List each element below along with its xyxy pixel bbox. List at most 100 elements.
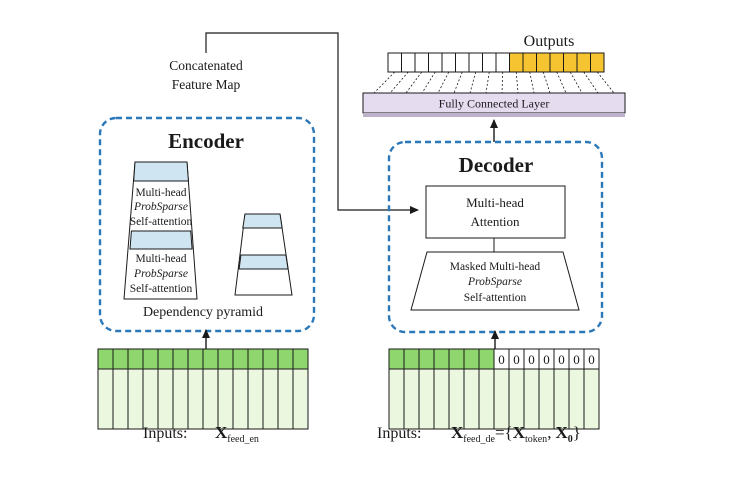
decoder-input-body-cell: [418, 368, 435, 430]
encoder-attn2-line3: Self-attention: [130, 283, 193, 295]
encoder-input-body-cell: [277, 368, 294, 430]
output-projection-lines: [373, 71, 615, 94]
decoder-attention-line2: Attention: [470, 214, 520, 229]
fully-connected-layer-label: Fully Connected Layer: [439, 97, 550, 111]
decoder-input-body-cell: [583, 368, 600, 430]
encoder-input-body-cell: [127, 368, 144, 430]
dependency-pyramid-label: Dependency pyramid: [143, 305, 263, 320]
projection-line: [515, 71, 519, 94]
zero-placeholder-text: 0: [558, 352, 565, 367]
encoder-input-body-cell: [187, 368, 204, 430]
projection-line: [405, 71, 423, 94]
encoder-input-token-cell: [217, 348, 234, 370]
zero-placeholder-text: 0: [543, 352, 550, 367]
decoder-input-body-cell: [433, 368, 450, 430]
decoder-token-x: X: [513, 423, 526, 442]
encoder-title: Encoder: [168, 129, 244, 153]
decoder-input-token-cell: [403, 348, 420, 370]
output-cell: [401, 52, 416, 73]
encoder-input-token-cell: [232, 348, 249, 370]
encoder-input-body-cell: [217, 368, 234, 430]
decoder-input-body-cell: [403, 368, 420, 430]
encoder-input-token-cell: [172, 348, 189, 370]
decoder-input-token-cell: [388, 348, 405, 370]
output-cell-predicted: [576, 52, 591, 73]
decoder-attention-line1: Multi-head: [466, 195, 524, 210]
encoder-input-body-cell: [292, 368, 309, 430]
encoder-input-token-cell: [97, 348, 114, 370]
encoder-attn1-line2: ProbSparse: [133, 201, 188, 213]
encoder-attn1-line1: Multi-head: [135, 187, 186, 199]
output-cells: [387, 52, 605, 73]
output-cell-predicted: [536, 52, 551, 73]
output-cell: [495, 52, 510, 73]
masked-attention-line3: Self-attention: [464, 292, 527, 304]
projection-line: [389, 71, 409, 94]
encoder-input-token-cell: [112, 348, 129, 370]
projection-line: [421, 71, 436, 94]
output-cell: [441, 52, 456, 73]
decoder-input-equals: ={: [495, 423, 513, 442]
decoder-box: [387, 140, 604, 334]
decoder-input-token-cell: [463, 348, 480, 370]
encoder-input-x: X: [215, 423, 228, 442]
decoder-input-body-cell: [523, 368, 540, 430]
zero-placeholder-text: 0: [573, 352, 580, 367]
projection-line: [485, 71, 490, 94]
zero-placeholder-text: 0: [513, 352, 520, 367]
decoder-zero-subscript: 0: [568, 434, 573, 445]
decoder-input-formula: Xfeed_de={Xtoken,X0}: [451, 423, 581, 445]
projection-line: [556, 71, 567, 94]
encoder-input-token-cell: [247, 348, 264, 370]
decoder-input-body-cell: [388, 368, 405, 430]
projection-line: [501, 71, 504, 94]
output-cell: [468, 52, 483, 73]
masked-attention-line1: Masked Multi-head: [450, 261, 541, 273]
zero-placeholder-text: 0: [498, 352, 505, 367]
output-cell: [482, 52, 497, 73]
fully-connected-layer-shadow: [363, 113, 625, 117]
encoder-input-token-cell: [202, 348, 219, 370]
projection-line: [583, 71, 599, 94]
output-cell-predicted: [549, 52, 564, 73]
output-cell: [428, 52, 443, 73]
projection-line: [529, 71, 535, 94]
encoder-input-token-cell: [142, 348, 159, 370]
encoder-input-token-cell: [157, 348, 174, 370]
concat-label-line2: Feature Map: [172, 77, 241, 92]
decoder-input-token-cell: [418, 348, 435, 370]
projection-line: [596, 71, 615, 94]
decoder-input-body-cell: [478, 368, 495, 430]
projection-line: [373, 71, 396, 94]
encoder-input-grid: [97, 348, 309, 430]
projection-line: [437, 71, 450, 94]
decoder-input-body-cell: [538, 368, 555, 430]
decoder-input-token-cell: [448, 348, 465, 370]
encoder-inputs-label: Inputs:: [143, 425, 187, 442]
distilled-layer-2: [238, 254, 289, 270]
decoder-input-token-cell: [433, 348, 450, 370]
masked-attention-line2: ProbSparse: [467, 276, 522, 288]
encoder-input-body-cell: [247, 368, 264, 430]
zero-placeholder-text: 0: [588, 352, 595, 367]
decoder-input-body-cell: [508, 368, 525, 430]
encoder-distilled-stack: [234, 213, 293, 296]
encoder-input-token-cell: [277, 348, 294, 370]
encoder-input-body-cell: [262, 368, 279, 430]
encoder-input-body-cell: [232, 368, 249, 430]
encoder-input-body-cell: [142, 368, 159, 430]
decoder-title: Decoder: [459, 153, 534, 177]
encoder-input-token-cell: [127, 348, 144, 370]
encoder-input-body-cell: [112, 368, 129, 430]
decoder-inputs-label: Inputs:: [377, 425, 421, 442]
outputs-label: Outputs: [524, 33, 575, 50]
encoder-layer-2: [129, 230, 193, 250]
decoder-input-body-cell: [553, 368, 570, 430]
decoder-token-subscript: token: [525, 434, 547, 445]
decoder-attention-box: [425, 185, 566, 239]
output-cell-predicted: [563, 52, 578, 73]
decoder-input-subscript: feed_de: [463, 434, 495, 445]
decoder-inputs-word: Inputs:: [377, 425, 421, 442]
